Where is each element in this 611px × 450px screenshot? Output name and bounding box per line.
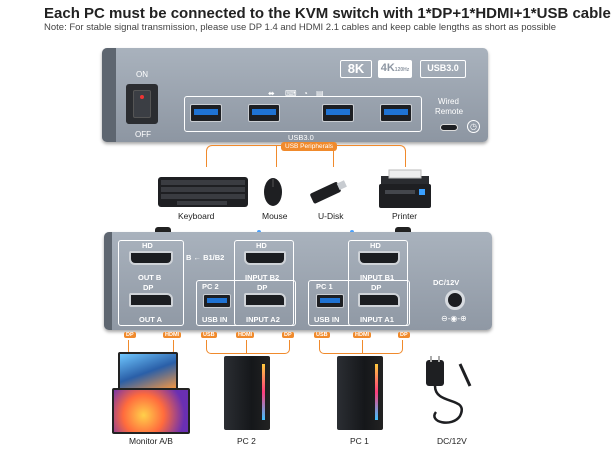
dc-polarity-icon: ⊖-◉-⊕ (441, 314, 467, 323)
out-b-label: OUT B (138, 273, 162, 282)
front-panel-edge (102, 48, 116, 142)
peripheral-label-mouse: Mouse (262, 211, 288, 221)
tag-pc2-hdmi: HDMI (236, 332, 255, 338)
dc-bottom-label: DC/12V (437, 436, 467, 446)
front-usb-port-2[interactable] (248, 104, 280, 122)
peripheral-label-printer: Printer (392, 211, 418, 221)
tag-out-dp: DP (124, 332, 136, 338)
input-b2-group (234, 240, 294, 326)
kvm-front-panel (102, 48, 488, 142)
pc1-label: PC 1 (316, 282, 333, 291)
usb-drive-icon (310, 180, 347, 204)
wired-remote-label: Wired (438, 97, 459, 106)
peripheral-label-udisk: U-Disk (318, 211, 344, 221)
remote-icon: ◷ (467, 120, 480, 133)
wire-pc2-mid (246, 340, 247, 354)
front-usb-port-3[interactable] (322, 104, 354, 122)
pc2-usb-in-label: USB IN (202, 315, 228, 324)
dc-label: DC/12V (433, 278, 460, 287)
wired-remote-label-2: Remote (435, 107, 464, 116)
input-b1-group (348, 240, 408, 326)
pc1-dp-label: DP (371, 283, 382, 292)
wired-remote-port[interactable] (440, 124, 458, 131)
usb-area-label: USB3.0 (288, 133, 314, 142)
power-adapter-icon (426, 356, 472, 424)
usb-peripherals-pill: USB Peripherals (281, 142, 338, 151)
mouse-symbol-icon: ◔ (303, 89, 308, 98)
pc2-dp-label: DP (257, 283, 268, 292)
power-indicator-icon (140, 95, 144, 99)
monitor-b-screen (120, 354, 176, 390)
pc2-label: PC 2 (202, 282, 219, 291)
out-a-dp-port[interactable] (129, 293, 173, 307)
input-a2-dp-port[interactable] (244, 293, 286, 307)
out-a-label: OUT A (139, 315, 163, 324)
rear-knob-left (155, 227, 171, 233)
pc1-usb-in-port[interactable] (316, 294, 344, 308)
b-select-label: B ← B1/B2 (186, 253, 225, 262)
pc1-rgb-stripe (375, 364, 378, 420)
front-usb-port-1[interactable] (190, 104, 222, 122)
badge-8k: 8K (340, 60, 372, 78)
usb-symbol-icon: ⬌ (268, 89, 275, 98)
out-hd-label: HD (142, 241, 153, 250)
pc2-bottom-label: PC 2 (237, 436, 256, 446)
output-group (118, 240, 184, 326)
power-switch[interactable] (133, 90, 151, 118)
monitor-a-screen (114, 390, 188, 432)
keyboard-icon (158, 177, 248, 207)
wire-pc2 (206, 340, 290, 354)
input-a1-label: INPUT A1 (360, 315, 394, 324)
mouse-icon (264, 178, 282, 206)
monitor-a (112, 388, 190, 434)
switch-on-label: ON (136, 70, 148, 79)
badge-4k-text: 4K (380, 62, 395, 74)
monitor-b (118, 352, 178, 392)
pc1-usb-in-label: USB IN (314, 315, 340, 324)
pc1-hd-label: HD (370, 241, 381, 250)
input-a1-dp-port[interactable] (358, 293, 400, 307)
wire-pc1 (319, 340, 403, 354)
badge-usb3: USB3.0 (420, 60, 466, 78)
keyboard-symbol-icon: ⌨ (285, 89, 297, 98)
tag-pc1-hdmi: HDMI (353, 332, 372, 338)
badge-4k: 4K120Hz (378, 60, 412, 78)
tag-pc2-dp: DP (282, 332, 294, 338)
input-b1-label: INPUT B1 (360, 273, 395, 282)
pc2-hd-label: HD (256, 241, 267, 250)
page-title: Each PC must be connected to the KVM swi… (44, 5, 611, 22)
tag-pc2-usb: USB (201, 332, 217, 338)
pc1-bottom-label: PC 1 (350, 436, 369, 446)
front-usb-area (184, 96, 422, 132)
dc-power-jack[interactable] (445, 290, 465, 310)
switch-off-label: OFF (135, 130, 151, 139)
printer-icon (379, 169, 431, 208)
tag-out-hdmi: HDMI (163, 332, 182, 338)
page-note: Note: For stable signal transmission, pl… (44, 22, 557, 33)
input-b2-label: INPUT B2 (245, 273, 280, 282)
out-b-hdmi-port[interactable] (129, 251, 173, 265)
rear-knob-right (395, 227, 411, 233)
rear-panel-edge (104, 232, 112, 330)
peripheral-label-keyboard: Keyboard (178, 211, 215, 221)
badge-4k-sub: 120Hz (394, 67, 410, 73)
input-a2-label: INPUT A2 (246, 315, 280, 324)
front-usb-port-4[interactable] (380, 104, 412, 122)
peripheral-bracket-tick-2 (276, 145, 277, 167)
monitor-label: Monitor A/B (129, 436, 173, 446)
pc2-usb-in-port[interactable] (203, 294, 231, 308)
peripheral-bracket-tick-3 (333, 145, 334, 167)
kvm-rear-panel (104, 232, 492, 330)
pc2-rgb-stripe (262, 364, 265, 420)
wire-pc1-mid (362, 340, 363, 354)
tag-pc1-usb: USB (314, 332, 330, 338)
tag-pc1-dp: DP (398, 332, 410, 338)
printer-symbol-icon: ▤ (316, 89, 324, 98)
input-b1-hdmi-port[interactable] (358, 251, 400, 265)
input-b2-hdmi-port[interactable] (244, 251, 286, 265)
out-dp-label: DP (143, 283, 154, 292)
